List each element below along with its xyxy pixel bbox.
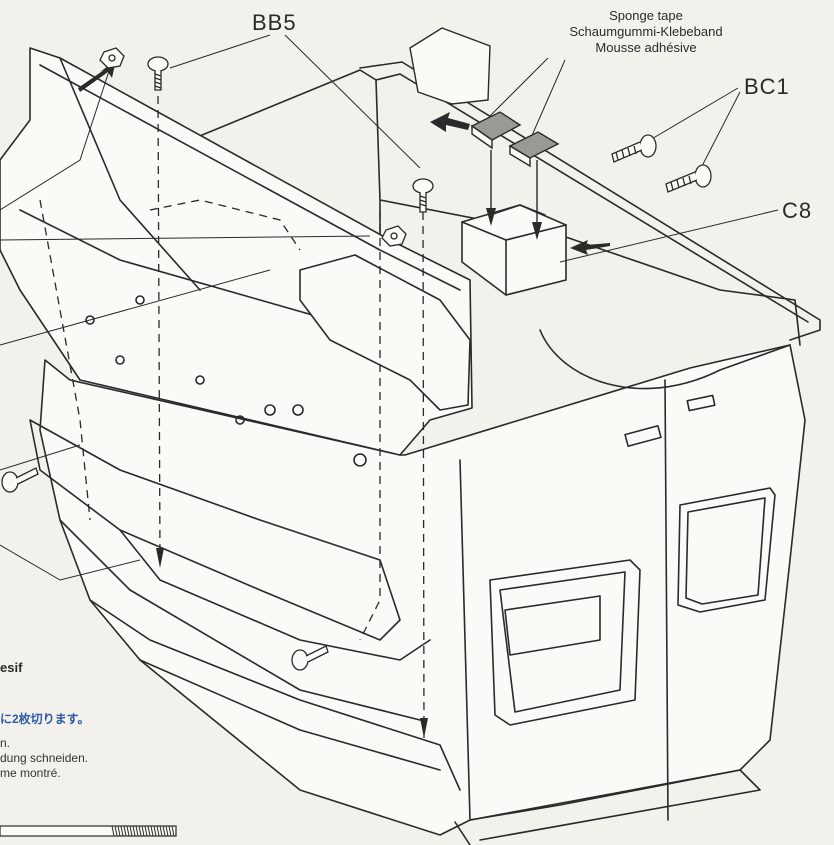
- box-rim-curve: [539, 329, 791, 390]
- note-jp: に2枚切ります。: [0, 712, 90, 726]
- rod-thread-mark: [162, 825, 166, 837]
- label-bc1: BC1: [744, 74, 790, 99]
- arrow-icon: [532, 222, 542, 240]
- rod-thread-mark: [111, 825, 115, 837]
- side-slot: [624, 425, 662, 447]
- front-opening: [489, 559, 641, 726]
- nut-icon: [99, 47, 125, 69]
- note-partial-fr: esif: [0, 660, 23, 675]
- screw-icon: [1, 467, 39, 493]
- arrow-icon: [430, 112, 470, 132]
- side-window: [677, 487, 776, 613]
- rod-thread-mark: [168, 825, 172, 837]
- sponge-tape-de: Schaumgummi-Klebeband: [569, 24, 723, 39]
- threaded-rod-icon: [0, 825, 177, 837]
- note-fr: me montré.: [0, 766, 61, 780]
- note-en: n.: [0, 736, 11, 750]
- rod-thread-mark: [126, 825, 130, 837]
- box-back-rim: [375, 73, 809, 323]
- arrow-icon: [156, 548, 164, 568]
- guide-line-right: [422, 211, 425, 741]
- screw-icon: [412, 178, 434, 213]
- arrow-icon: [486, 208, 496, 226]
- screw-icon: [291, 645, 329, 671]
- rod-thread-mark: [132, 825, 136, 837]
- screw-icon: [611, 134, 657, 163]
- rod-thread-mark: [159, 825, 163, 837]
- note-de: dung schneiden.: [0, 751, 89, 765]
- rod-thread-mark: [120, 825, 124, 837]
- rod-thread-mark: [150, 825, 154, 837]
- rod-thread-mark: [123, 825, 127, 837]
- screw-icon: [665, 164, 712, 193]
- rod-thread-mark: [141, 825, 145, 837]
- rod-thread-mark: [114, 825, 118, 837]
- nut-icon: [381, 225, 407, 247]
- arrow-icon: [78, 60, 116, 92]
- rod-thread-mark: [129, 825, 133, 837]
- rod-thread-mark: [153, 825, 157, 837]
- rod-thread-mark: [135, 825, 139, 837]
- box-body: [39, 344, 806, 836]
- rod-thread-mark: [171, 825, 175, 837]
- sponge-tape-fr: Mousse adhésive: [595, 40, 697, 55]
- rod-thread-mark: [165, 825, 169, 837]
- arrow-icon: [420, 718, 428, 738]
- label-bb5: BB5: [252, 10, 297, 35]
- box-inner-wall: [189, 69, 801, 346]
- label-c8: C8: [782, 198, 813, 223]
- arrow-icon: [570, 240, 610, 255]
- box-back-wall: [359, 61, 821, 341]
- part-c8: [461, 204, 567, 296]
- grille-lower: [29, 419, 401, 641]
- rod-thread-mark: [144, 825, 148, 837]
- screw-icon: [147, 56, 169, 91]
- top-block: [409, 27, 491, 105]
- guide-line-left: [157, 95, 161, 561]
- sponge-tape-en: Sponge tape: [609, 8, 683, 23]
- rod-thread-mark: [156, 825, 160, 837]
- rod-thread-mark: [138, 825, 142, 837]
- sponge-tape-label: Sponge tape Schaumgummi-Klebeband Mousse…: [526, 8, 766, 56]
- rod-thread-mark: [117, 825, 121, 837]
- cover-panel: [299, 254, 471, 411]
- rod-thread-mark: [147, 825, 151, 837]
